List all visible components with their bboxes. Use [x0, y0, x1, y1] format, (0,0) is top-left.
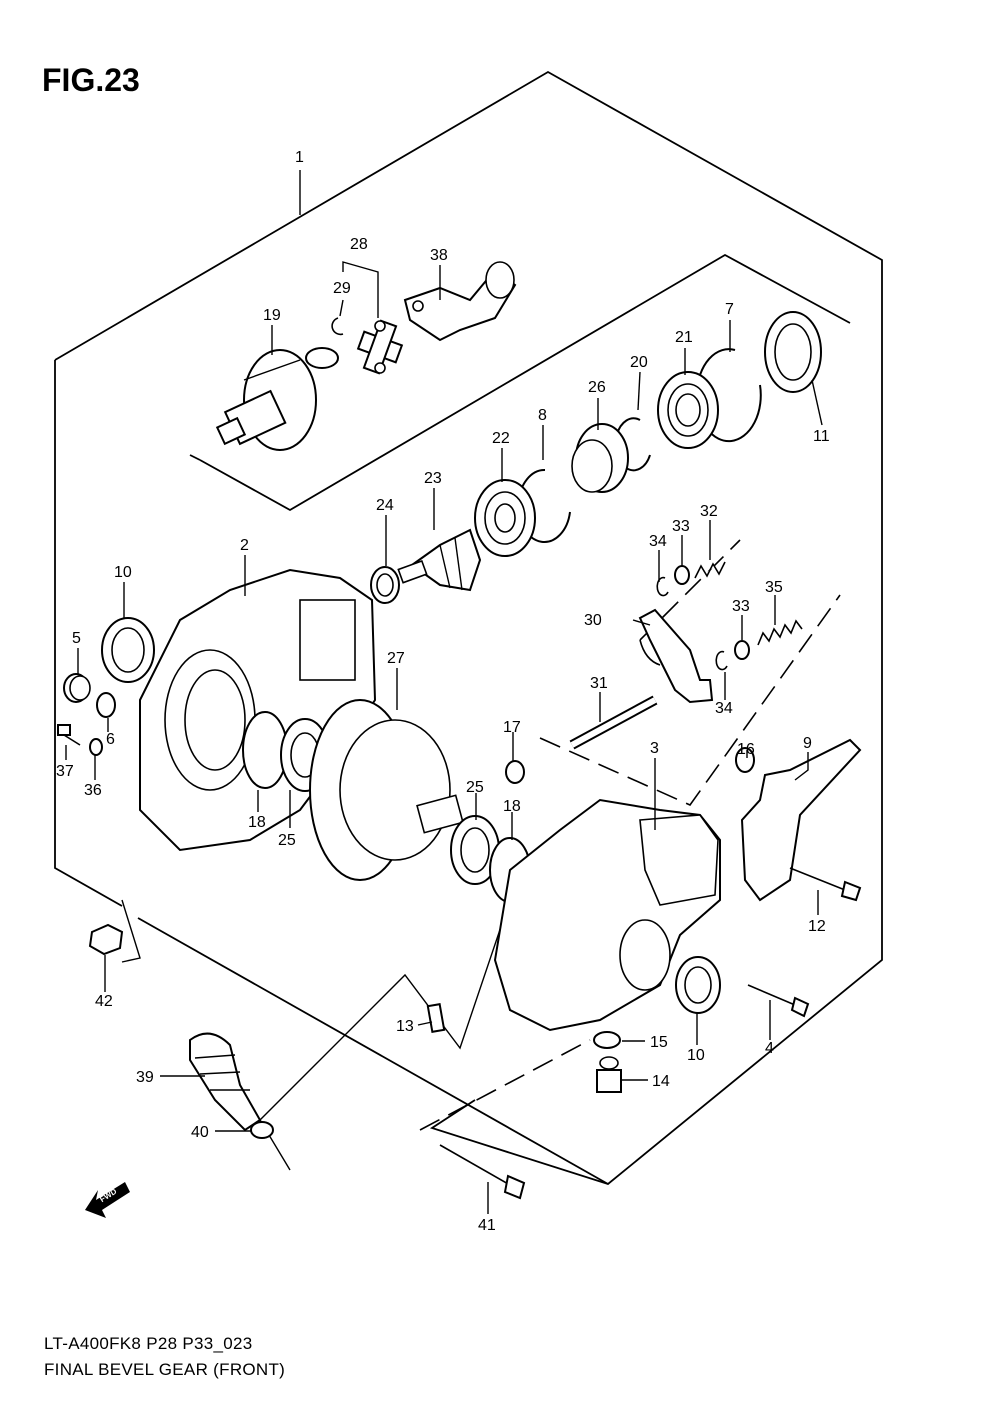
- part-5-plug: [63, 673, 91, 703]
- callout-20: 20: [630, 354, 648, 371]
- callout-8: 8: [538, 407, 547, 424]
- callout-25-left: 25: [278, 832, 296, 849]
- part-39-boot: [189, 1032, 262, 1132]
- callout-30: 30: [584, 612, 602, 629]
- callout-14: 14: [652, 1073, 670, 1090]
- callout-2: 2: [240, 537, 249, 554]
- callout-37: 37: [56, 763, 74, 780]
- part-41-long-bolt: [439, 1144, 526, 1200]
- part-21-bearing: [657, 371, 719, 449]
- part-30-shift-fork: [638, 608, 714, 704]
- callout-10-left: 10: [114, 564, 132, 581]
- callout-34-upper: 34: [649, 533, 667, 550]
- callout-13: 13: [396, 1018, 414, 1035]
- part-33-washer-lower: [734, 640, 750, 660]
- part-19-drive-yoke: [215, 347, 339, 451]
- part-25-bearing-right: [450, 815, 500, 885]
- callout-26: 26: [588, 379, 606, 396]
- callout-39: 39: [136, 1069, 154, 1086]
- callout-38: 38: [430, 247, 448, 264]
- part-42-nut: [88, 923, 124, 956]
- part-24-needle-bearing: [370, 566, 400, 604]
- callout-25-right: 25: [466, 779, 484, 796]
- callout-6: 6: [106, 731, 115, 748]
- part-28-universal-joint: [356, 319, 404, 375]
- part-32-spring: [694, 561, 726, 579]
- callout-33-lower: 33: [732, 598, 750, 615]
- fwd-arrow-icon: FWD: [85, 1182, 130, 1218]
- part-23-pinion-gear: [397, 528, 482, 592]
- callout-1: 1: [295, 149, 304, 166]
- callout-9: 9: [803, 735, 812, 752]
- callout-5: 5: [72, 630, 81, 647]
- part-33-washer-upper: [674, 565, 690, 585]
- part-27-differential-gear: [309, 699, 464, 881]
- callout-24: 24: [376, 497, 394, 514]
- leader-lines: [65, 170, 823, 1214]
- callout-labels: 1 2 3 4 5 6 7 8 9 10 10 11 12 13 14 15 1…: [56, 149, 830, 1234]
- callout-23: 23: [424, 470, 442, 487]
- callout-19: 19: [263, 307, 281, 324]
- part-34-clip-lower: [715, 650, 728, 671]
- callout-18-left: 18: [248, 814, 266, 831]
- part-26-needle-bearing: [571, 423, 629, 493]
- callout-4: 4: [765, 1040, 774, 1057]
- part-9-bracket: [740, 738, 862, 902]
- model-code: LT-A400FK8 P28 P33_023: [44, 1334, 253, 1353]
- callout-16: 16: [737, 741, 755, 758]
- callout-22: 22: [492, 430, 510, 447]
- callout-33-upper: 33: [672, 518, 690, 535]
- callout-17: 17: [503, 719, 521, 736]
- part-31-shift-shaft: [569, 695, 658, 750]
- part-13-pin: [426, 1002, 446, 1034]
- assembly-name: FINAL BEVEL GEAR (FRONT): [44, 1360, 286, 1379]
- part-37-bolt: [57, 724, 81, 746]
- part-35-spring: [757, 619, 803, 646]
- part-34-clip-upper: [656, 576, 669, 597]
- part-14-drain-plug: [596, 1056, 622, 1093]
- callout-35: 35: [765, 579, 783, 596]
- part-10-oil-seal-left: [101, 617, 155, 683]
- figure-title: FIG.23: [42, 62, 140, 98]
- callout-40: 40: [191, 1124, 209, 1141]
- callout-42: 42: [95, 993, 113, 1010]
- part-38-shaft-yoke: [403, 261, 517, 342]
- part-29-circlip: [331, 317, 344, 336]
- part-4-bolt: [747, 984, 810, 1018]
- part-16-bushing: [735, 747, 755, 773]
- callout-27: 27: [387, 650, 405, 667]
- part-12-bolt: [789, 867, 862, 902]
- callout-18-right: 18: [503, 798, 521, 815]
- callout-41: 41: [478, 1217, 496, 1234]
- part-36-washer: [89, 738, 103, 756]
- callout-29: 29: [333, 280, 351, 297]
- callout-32: 32: [700, 503, 718, 520]
- part-3-gear-case-cover: [493, 798, 721, 1032]
- callout-11: 11: [813, 428, 830, 445]
- callout-7: 7: [725, 301, 734, 318]
- part-10-oil-seal-right: [675, 956, 721, 1014]
- part-15-washer: [593, 1031, 621, 1049]
- assembly-frame: [54, 70, 883, 1186]
- part-17-plug: [505, 760, 525, 784]
- part-11-oil-seal: [764, 311, 822, 393]
- callout-15: 15: [650, 1034, 668, 1051]
- callout-3: 3: [650, 740, 659, 757]
- callout-21: 21: [675, 329, 693, 346]
- callout-34-lower: 34: [715, 700, 733, 717]
- callout-28: 28: [350, 236, 368, 253]
- callout-12: 12: [808, 918, 826, 935]
- callout-31: 31: [590, 675, 608, 692]
- callout-10-right: 10: [687, 1047, 705, 1064]
- part-22-bearing: [474, 479, 536, 557]
- part-40-clamp: [250, 1121, 274, 1139]
- callout-36: 36: [84, 782, 102, 799]
- part-6-washer: [96, 692, 116, 718]
